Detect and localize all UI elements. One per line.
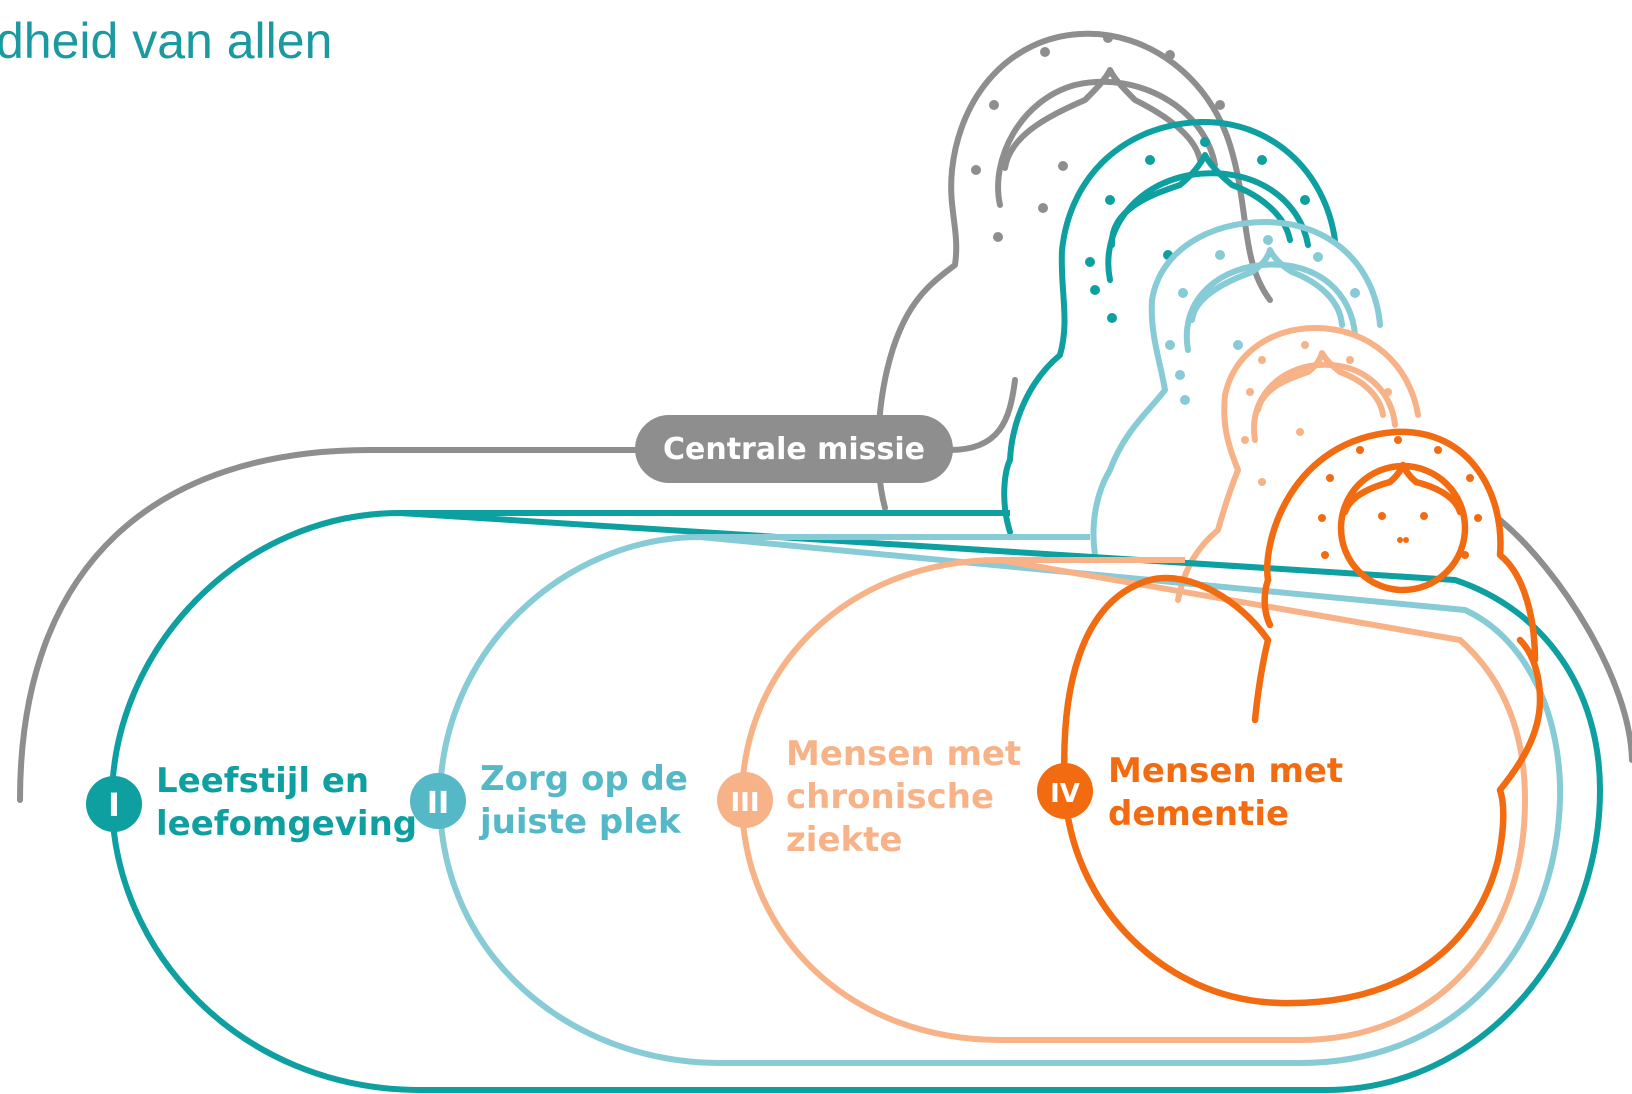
layer-badge-2: II <box>410 773 466 829</box>
layer-label-2: Zorg op de juiste plek <box>478 759 700 842</box>
matryoshka-doll-icon-peach <box>1175 325 1421 603</box>
loop-leefstijl <box>109 510 1603 1093</box>
matryoshka-doll-icon-light-blue <box>1090 219 1383 558</box>
badge-numeral-4: IV <box>1050 779 1080 809</box>
page-title: dheid van allen <box>0 13 332 69</box>
mission-arc <box>17 377 1632 803</box>
matryoshka-doll-icon-grey <box>875 30 1273 511</box>
loop-zorg <box>437 534 1564 1066</box>
matryoshka-doll-icon-teal <box>1001 118 1338 535</box>
mission-label: Centrale missie <box>663 432 925 467</box>
layer-label-1: Leefstijl en leefomgeving <box>156 761 417 844</box>
badge-numeral-3: III <box>730 788 759 818</box>
layer-badge-4: IV <box>1037 763 1093 819</box>
loop-chronisch <box>739 557 1528 1043</box>
layer-label-3: Mensen met chronische ziekte <box>786 734 1033 860</box>
layer-badge-1: I <box>86 776 142 832</box>
badge-numeral-2: II <box>427 786 449 821</box>
matryoshka-doll-icon-orange <box>1061 428 1544 1007</box>
layer-badge-3: III <box>717 772 773 828</box>
mission-pill: Centrale missie <box>635 415 953 483</box>
layer-label-4: Mensen met dementie <box>1108 751 1355 834</box>
badge-numeral-1: I <box>108 786 120 824</box>
